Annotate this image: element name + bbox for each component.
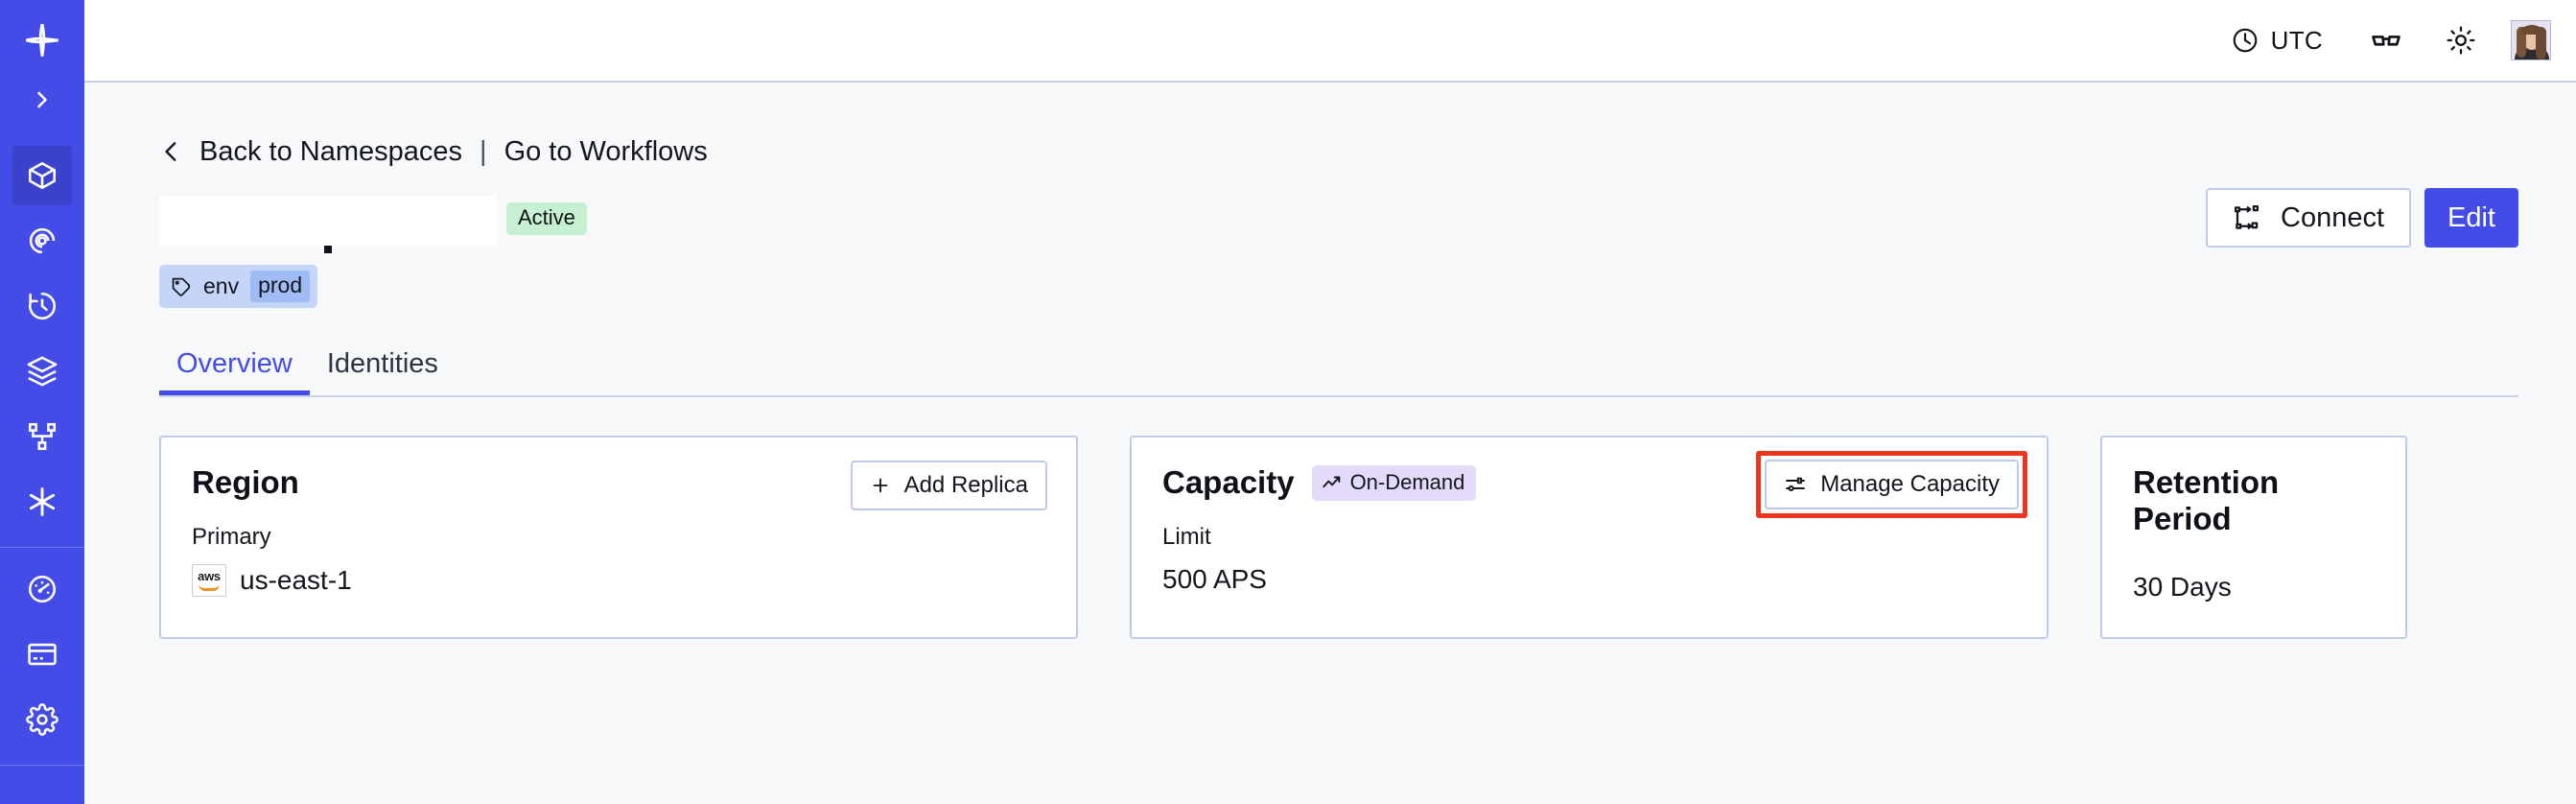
- retention-value: 30 Days: [2133, 572, 2232, 602]
- retention-card-head: Retention Period: [2133, 464, 2375, 537]
- sidebar-divider-bottom: [0, 765, 84, 766]
- gear-icon: [26, 703, 59, 736]
- namespace-title-redacted: [159, 196, 497, 253]
- layers-icon: [26, 355, 59, 388]
- trending-up-icon: [1322, 472, 1343, 493]
- tag-icon: [171, 276, 192, 297]
- sidebar-item-batch-operations[interactable]: [12, 342, 72, 401]
- temporal-star-logo-icon[interactable]: [10, 13, 75, 67]
- capacity-value: 500 APS: [1162, 564, 1267, 594]
- sidebar-item-observability[interactable]: [12, 211, 72, 271]
- radar-target-icon: [26, 225, 59, 257]
- git-branch-icon: [26, 420, 59, 453]
- credit-card-icon: [26, 638, 59, 671]
- sidebar-divider: [0, 547, 84, 548]
- clock-icon: [2231, 26, 2260, 55]
- region-value: us-east-1: [240, 565, 352, 595]
- overview-cards: Region Add Replica Primary aws: [159, 436, 2518, 639]
- capacity-card: Capacity On-Demand: [1130, 436, 2049, 639]
- sidebar-item-usage[interactable]: [12, 559, 72, 619]
- namespace-tags: env prod: [159, 265, 2518, 308]
- connect-flow-icon: [2233, 203, 2261, 232]
- tag-value: prod: [250, 271, 311, 302]
- region-card: Region Add Replica Primary aws: [159, 436, 1078, 639]
- namespace-header: Active Connect Edit: [159, 188, 2518, 255]
- sidebar: [0, 0, 84, 804]
- add-replica-button[interactable]: Add Replica: [850, 461, 1047, 510]
- aws-logo-icon: aws: [192, 564, 226, 597]
- retention-card-title: Retention Period: [2133, 464, 2280, 536]
- aws-logo-text: aws: [198, 569, 221, 583]
- sliders-icon: [1784, 473, 1807, 496]
- capacity-mode-badge: On-Demand: [1311, 464, 1477, 501]
- plus-icon: [870, 475, 891, 496]
- capacity-sublabel: Limit: [1162, 524, 1211, 550]
- region-sublabel: Primary: [192, 524, 271, 550]
- user-avatar[interactable]: [2511, 20, 2551, 60]
- manage-capacity-highlight: Manage Capacity: [1756, 451, 2027, 518]
- sidebar-item-workflows[interactable]: [12, 407, 72, 466]
- tab-overview[interactable]: Overview: [159, 348, 310, 395]
- retention-card: Retention Period 30 Days: [2100, 436, 2407, 639]
- capacity-mode-label: On-Demand: [1349, 469, 1465, 494]
- region-card-head: Region: [192, 464, 1045, 501]
- breadcrumb-back-label: Back to Namespaces: [199, 135, 463, 167]
- glasses-icon[interactable]: [2361, 15, 2411, 65]
- tag-key: env: [203, 273, 240, 298]
- sidebar-expand-chevron-right-icon[interactable]: [10, 73, 75, 127]
- sidebar-item-billing[interactable]: [12, 625, 72, 684]
- sidebar-nav-primary: [0, 146, 84, 537]
- region-card-title: Region: [192, 464, 299, 500]
- gauge-icon: [26, 573, 59, 605]
- sidebar-item-schedules[interactable]: [12, 276, 72, 336]
- tab-bar: Overview Identities: [159, 348, 2518, 397]
- capacity-card-head: Capacity On-Demand: [1162, 464, 2016, 501]
- redaction-mark: [324, 246, 332, 253]
- topbar: UTC: [84, 0, 2576, 83]
- back-to-namespaces-link[interactable]: Back to Namespaces: [159, 136, 462, 168]
- sidebar-item-settings[interactable]: [12, 690, 72, 749]
- sidebar-item-nexus[interactable]: [12, 472, 72, 532]
- chevron-left-icon: [159, 136, 184, 167]
- page-content: Back to Namespaces | Go to Workflows Act…: [84, 83, 2576, 804]
- sun-icon[interactable]: [2436, 15, 2486, 65]
- asterisk-icon: [25, 485, 59, 519]
- header-actions: Connect Edit: [2206, 188, 2518, 248]
- edit-button[interactable]: Edit: [2424, 188, 2518, 248]
- manage-capacity-button[interactable]: Manage Capacity: [1765, 460, 2019, 509]
- aws-logo-smile: [199, 584, 220, 591]
- go-to-workflows-link[interactable]: Go to Workflows: [503, 135, 708, 167]
- timer-icon: [26, 290, 59, 322]
- connect-button[interactable]: Connect: [2206, 188, 2412, 248]
- manage-capacity-label: Manage Capacity: [1820, 471, 2000, 497]
- timezone-label: UTC: [2270, 25, 2323, 55]
- region-value-row: aws us-east-1: [192, 564, 1045, 597]
- tab-identities[interactable]: Identities: [326, 348, 438, 379]
- breadcrumb-separator: |: [480, 135, 487, 167]
- status-badge: Active: [506, 202, 587, 235]
- sidebar-nav-secondary: [0, 559, 84, 755]
- sidebar-item-namespaces[interactable]: [12, 146, 72, 205]
- main-pane: UTC: [84, 0, 2576, 804]
- capacity-card-title: Capacity: [1162, 464, 1295, 500]
- timezone-selector[interactable]: UTC: [2231, 26, 2323, 56]
- breadcrumb: Back to Namespaces | Go to Workflows: [159, 132, 2518, 171]
- add-replica-label: Add Replica: [903, 472, 1028, 498]
- connect-button-label: Connect: [2281, 201, 2385, 233]
- box-icon: [26, 159, 59, 192]
- tag-chip-env[interactable]: env prod: [159, 265, 318, 308]
